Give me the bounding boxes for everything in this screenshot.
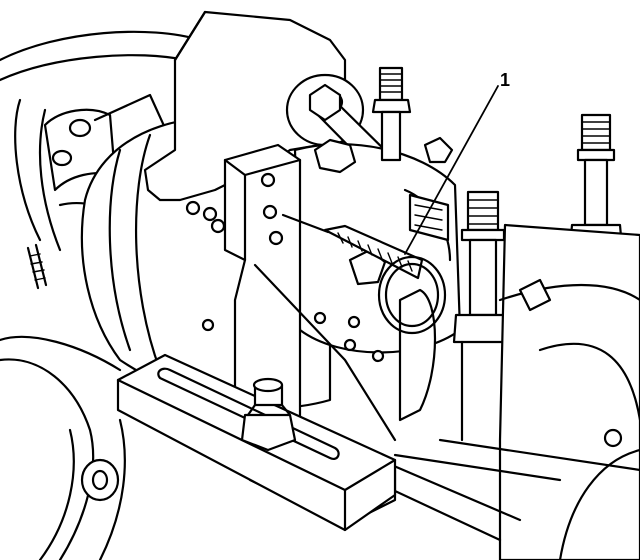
- fixture-bolt: [240, 377, 297, 452]
- alignment-pin: [281, 213, 447, 335]
- right-block: [498, 223, 640, 560]
- left-stud-bolt: [26, 243, 48, 290]
- lower-left-frame: [0, 335, 126, 560]
- right-stud-bolt: [568, 113, 624, 250]
- base-rails: [348, 438, 640, 542]
- center-stud-bolt: [371, 66, 412, 162]
- callout-1: 1: [404, 70, 510, 255]
- callout-label: 1: [500, 70, 510, 90]
